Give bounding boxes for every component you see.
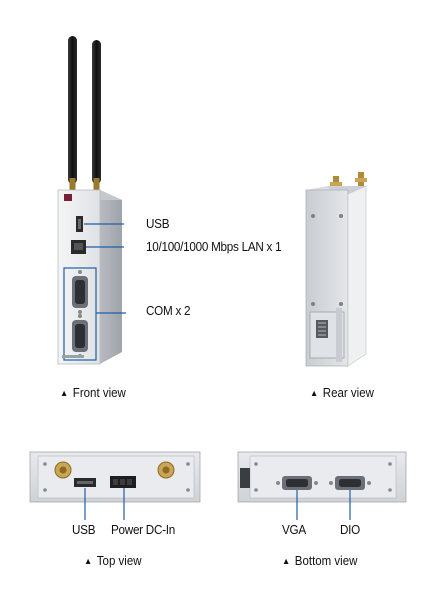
top-power-label: Power DC-In xyxy=(111,522,175,537)
top-view-panel xyxy=(29,451,201,503)
triangle-up-icon: ▲ xyxy=(84,556,93,566)
dio-port-icon xyxy=(329,476,371,490)
bottom-vga-label: VGA xyxy=(282,522,306,537)
bottom-callouts xyxy=(296,490,351,520)
front-com-label: COM x 2 xyxy=(146,303,191,318)
antenna-right xyxy=(92,40,101,190)
top-antenna-connector-right xyxy=(157,461,175,479)
bottom-view-panel xyxy=(237,451,407,503)
power-dc-in-connector-icon xyxy=(110,476,136,488)
top-usb-label: USB xyxy=(72,522,96,537)
triangle-up-icon: ▲ xyxy=(310,388,319,398)
vga-port-icon xyxy=(276,476,318,490)
top-antenna-connector-left xyxy=(54,461,72,479)
com-highlight-box xyxy=(63,267,97,361)
front-view-caption: ▲Front view xyxy=(60,386,126,400)
front-view-device xyxy=(57,36,122,365)
din-rail-clip xyxy=(309,308,345,362)
rear-view-device xyxy=(305,172,367,367)
com-port-2-icon xyxy=(72,314,88,358)
front-callouts xyxy=(84,223,126,314)
top-usb-port-icon xyxy=(74,478,96,487)
triangle-up-icon: ▲ xyxy=(282,556,291,566)
triangle-up-icon: ▲ xyxy=(60,388,69,398)
rear-view-caption: ▲Rear view xyxy=(310,386,374,400)
front-usb-label: USB xyxy=(146,216,170,231)
top-view-caption: ▲Top view xyxy=(84,554,142,568)
rear-antenna-connector-right xyxy=(355,172,367,186)
antenna-left xyxy=(68,36,77,190)
front-lan-label: 10/100/1000 Mbps LAN x 1 xyxy=(146,239,282,254)
top-callouts xyxy=(84,488,125,520)
com-port-1-icon xyxy=(72,270,88,314)
bottom-dio-label: DIO xyxy=(340,522,360,537)
front-lan-port-icon xyxy=(71,240,86,254)
brand-logo xyxy=(64,194,72,201)
rear-antenna-connector-left xyxy=(330,176,342,190)
front-usb-port-icon xyxy=(76,216,83,232)
bottom-view-caption: ▲Bottom view xyxy=(282,554,358,568)
